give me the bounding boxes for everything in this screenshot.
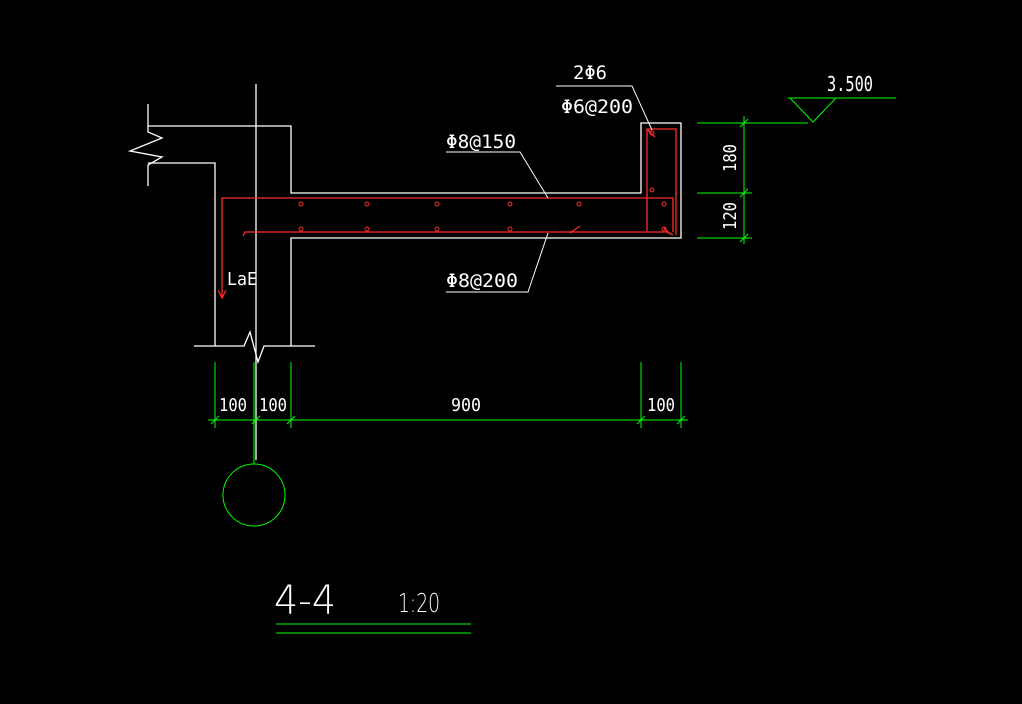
leader-bottom-bar bbox=[446, 232, 549, 293]
rebar-bottom-bar bbox=[242, 231, 674, 237]
rebar-dot bbox=[434, 201, 440, 207]
dim-tick bbox=[676, 415, 686, 425]
rebar-dot bbox=[364, 201, 370, 207]
rebar-dot bbox=[649, 187, 655, 193]
rebar-dot bbox=[661, 226, 667, 232]
dim-label-v2: 120 bbox=[720, 202, 741, 230]
elevation-triangle bbox=[788, 97, 838, 123]
section-mark: 4-4 bbox=[274, 578, 336, 624]
break-line-left bbox=[127, 104, 164, 186]
anchorage-hook bbox=[217, 289, 227, 300]
dimension-lines bbox=[208, 97, 896, 634]
dim-label-h1: 100 bbox=[219, 395, 247, 416]
rebar-upstand-stirrup-label: Φ6@200 bbox=[561, 96, 633, 118]
rebar-dot bbox=[507, 201, 513, 207]
scale-label: 1:20 bbox=[398, 589, 440, 619]
rebar-top-label: Φ8@150 bbox=[446, 131, 516, 153]
rebar-bottom-label: Φ8@200 bbox=[446, 270, 518, 292]
rebar-dot bbox=[661, 201, 667, 207]
break-line-bottom bbox=[194, 330, 315, 365]
dim-tick bbox=[739, 188, 749, 198]
upper-slab-outline bbox=[148, 122, 682, 346]
upper-slab-lower bbox=[148, 162, 216, 346]
rebar-hook-end bbox=[663, 227, 671, 235]
leader-top-bar bbox=[446, 151, 549, 199]
rebar-upstand-bars-label: 2Φ6 bbox=[573, 62, 607, 84]
dim-tick bbox=[636, 415, 646, 425]
dim-label-h3: 900 bbox=[451, 395, 481, 416]
dim-label-h2: 100 bbox=[259, 395, 287, 416]
rebar-dot bbox=[576, 201, 582, 207]
concrete-outline bbox=[127, 84, 682, 460]
dim-tick bbox=[251, 415, 261, 425]
rebar-hook-bottom bbox=[569, 225, 581, 234]
leader-lines bbox=[446, 85, 653, 293]
rebar-top-bar bbox=[221, 197, 674, 298]
elevation-label: 3.500 bbox=[827, 72, 873, 96]
dim-tick bbox=[210, 415, 220, 425]
rebar-dot bbox=[298, 226, 304, 232]
rebar-dot bbox=[298, 201, 304, 207]
rebar-dot bbox=[507, 226, 513, 232]
dim-tick bbox=[286, 415, 296, 425]
rebar-dot bbox=[434, 226, 440, 232]
rebar-upstand-stirrup bbox=[646, 128, 677, 235]
rebar-dot bbox=[649, 130, 655, 136]
rebar-dot bbox=[364, 226, 370, 232]
anchorage-label: LaE bbox=[227, 269, 257, 290]
rebar-group bbox=[217, 128, 677, 300]
rebar-hook-upstand bbox=[646, 128, 656, 138]
leader-upstand bbox=[556, 85, 653, 131]
rebar-dots bbox=[298, 130, 667, 232]
dim-tick bbox=[739, 118, 749, 128]
dim-tick bbox=[739, 233, 749, 243]
grid-axis-bubble bbox=[222, 463, 286, 527]
dim-label-v1: 180 bbox=[720, 144, 741, 172]
dim-label-h4: 100 bbox=[647, 395, 675, 416]
